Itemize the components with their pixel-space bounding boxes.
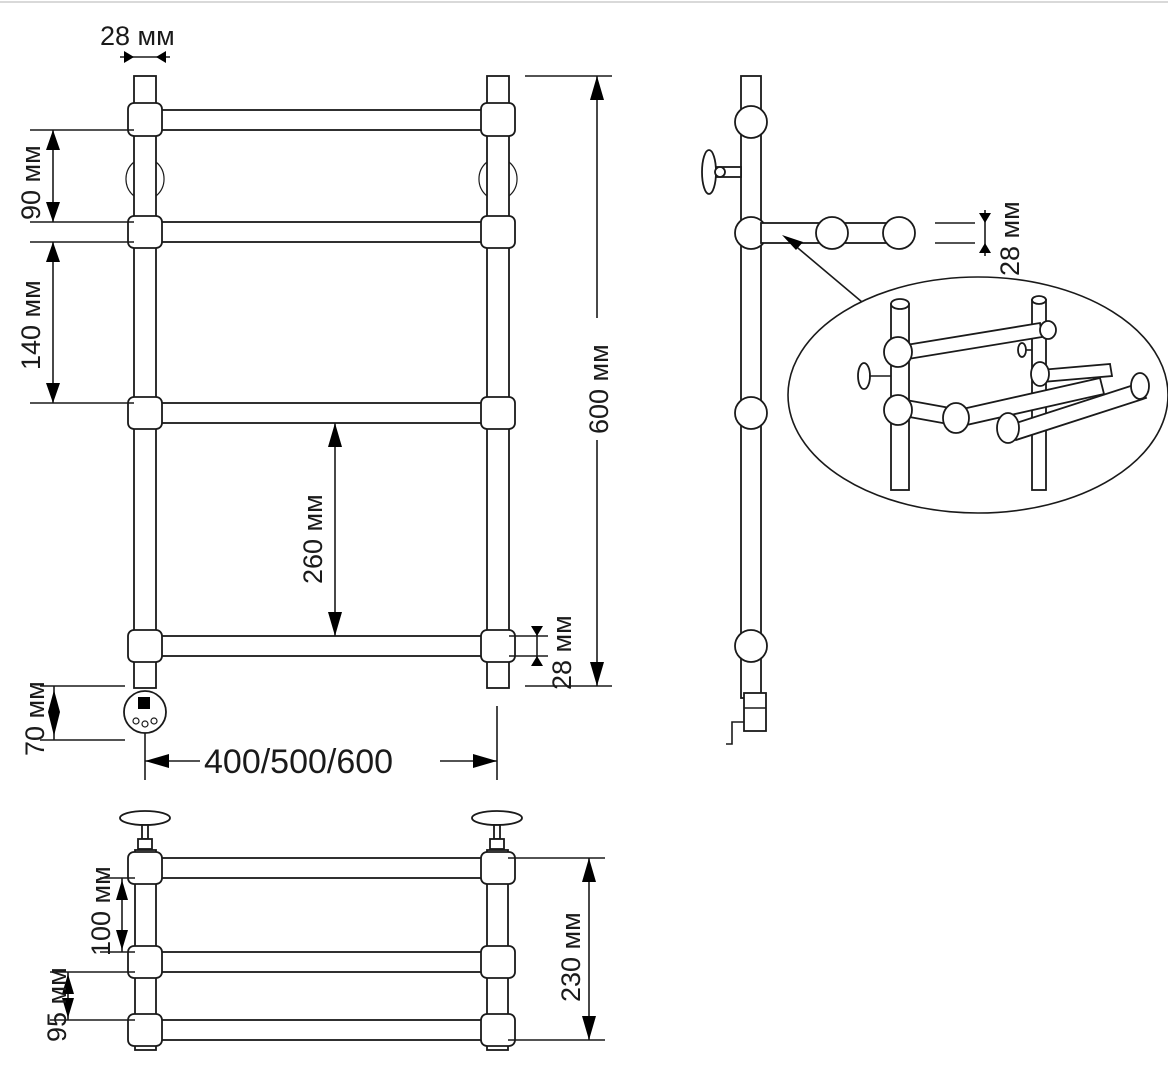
- dim-total-height: 600 мм: [525, 75, 614, 687]
- dim-shelf-gap-1: 100 мм: [86, 866, 135, 956]
- rail-1: [155, 109, 488, 131]
- front-view: 28 мм 90 мм 140 мм 260 мм: [16, 21, 614, 781]
- dim-gap-top: 90 мм: [16, 130, 60, 222]
- svg-text:95 мм: 95 мм: [42, 967, 72, 1042]
- svg-text:28 мм: 28 мм: [547, 615, 577, 690]
- dim-pipe-bottom: 28 мм: [509, 615, 577, 690]
- top-view: 100 мм 95 мм 230 мм: [42, 810, 605, 1051]
- dim-shelf-gap-2: 95 мм: [42, 967, 135, 1042]
- svg-text:100 мм: 100 мм: [86, 866, 116, 956]
- rail-2: [155, 221, 488, 243]
- wall-bracket-icon: [125, 161, 518, 197]
- svg-text:70 мм: 70 мм: [20, 681, 50, 756]
- shelf-rail-1: [155, 857, 488, 879]
- heater-element-icon: [123, 690, 167, 742]
- dim-side-pipe: 28 мм: [979, 201, 1025, 276]
- svg-text:230 мм: 230 мм: [556, 912, 586, 1002]
- svg-text:28 мм: 28 мм: [100, 21, 175, 51]
- side-view: 28 мм: [701, 75, 1168, 745]
- top-wall-mount-icon: [119, 810, 523, 850]
- right-post: [486, 75, 510, 689]
- dim-gap-bottom: 260 мм: [298, 423, 342, 636]
- rail-joints: [127, 102, 516, 663]
- svg-text:600 мм: 600 мм: [584, 344, 614, 434]
- svg-text:260 мм: 260 мм: [298, 494, 328, 584]
- svg-text:400/500/600: 400/500/600: [204, 743, 393, 781]
- dim-pipe-top: 28 мм: [100, 21, 175, 63]
- shelf-joints: [127, 851, 516, 1047]
- side-heater-icon: [726, 692, 767, 745]
- rail-3: [155, 402, 488, 424]
- dim-heater: 70 мм: [20, 681, 125, 756]
- svg-text:140 мм: 140 мм: [16, 280, 46, 370]
- left-post: [133, 75, 157, 689]
- detail-ellipse: [787, 276, 1168, 514]
- dim-width: 400/500/600: [144, 706, 498, 781]
- shelf-rail-3: [155, 1019, 488, 1041]
- svg-text:90 мм: 90 мм: [16, 145, 46, 220]
- wall-mount-icon: [701, 149, 742, 195]
- shelf-rail-2: [155, 951, 488, 973]
- side-post: [740, 75, 762, 699]
- dim-shelf-depth: 230 мм: [508, 857, 605, 1041]
- dim-gap-mid: 140 мм: [16, 242, 60, 403]
- rail-4: [155, 635, 488, 657]
- svg-text:28 мм: 28 мм: [995, 201, 1025, 276]
